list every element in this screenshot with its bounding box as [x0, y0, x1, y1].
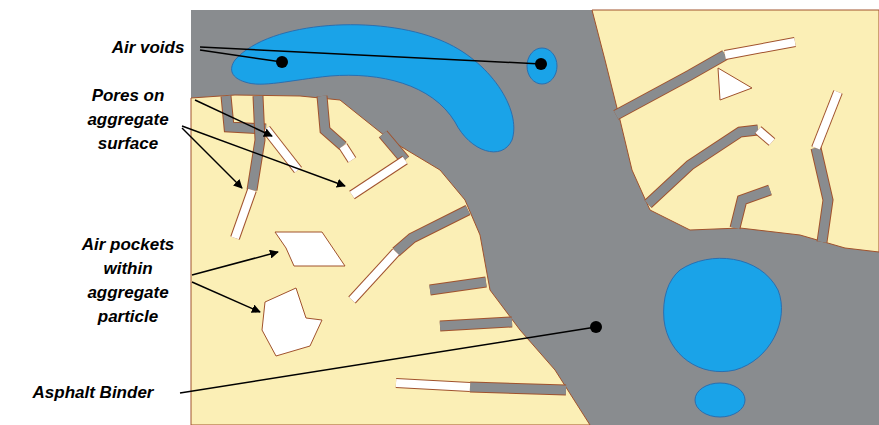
leader-dot [535, 58, 547, 70]
binder-channel [816, 148, 828, 242]
surface-pore [235, 190, 252, 238]
surface-pore [725, 42, 795, 55]
binder-channel [440, 322, 512, 326]
air-void [664, 258, 782, 371]
binder-channel [252, 96, 260, 190]
binder-channel [252, 96, 260, 190]
binder-channel [735, 190, 770, 228]
surface-pore [396, 383, 470, 387]
air-void [232, 25, 514, 152]
binder-channel [616, 55, 725, 115]
aggregate-particle [592, 10, 879, 252]
binder-channel [470, 387, 566, 390]
binder-channel [322, 96, 343, 146]
air-void [695, 383, 745, 417]
surface-pore [235, 190, 252, 238]
surface-pore [396, 383, 470, 387]
surface-pore [352, 160, 405, 195]
binder-channel [648, 130, 758, 204]
binder-channel [430, 282, 486, 290]
leader-line [180, 327, 596, 393]
air-pocket [262, 288, 322, 356]
binder-channel [430, 282, 486, 290]
aggregate-particle [191, 95, 590, 425]
leader-arrow [192, 252, 278, 275]
binder-channel [322, 96, 343, 146]
leader-line [200, 47, 541, 64]
surface-pore [816, 92, 838, 148]
binder-channel [396, 210, 468, 252]
callout-label: Air pockets within aggregate particle [68, 233, 188, 329]
leader-line [200, 50, 282, 62]
binder-channel [383, 134, 405, 160]
surface-pore [352, 160, 405, 195]
callout-label: Asphalt Binder [3, 381, 183, 405]
surface-pore [725, 42, 795, 55]
air-pocket [718, 68, 752, 100]
air-void [527, 48, 557, 84]
air-pocket [275, 232, 345, 266]
leader-dot [276, 56, 288, 68]
surface-pore [343, 146, 352, 160]
surface-pore [758, 130, 772, 142]
surface-pore [816, 92, 838, 148]
binder-channel [383, 134, 405, 160]
binder-channel [396, 210, 468, 252]
surface-pore [343, 146, 352, 160]
leader-dot [590, 321, 602, 333]
leader-arrow [182, 126, 345, 186]
callout-label: Pores on aggregate surface [68, 84, 188, 156]
binder-channel [735, 190, 770, 228]
binder-channel [470, 387, 566, 390]
leader-arrow [195, 100, 272, 136]
surface-pore [352, 252, 396, 300]
binder-channel [648, 130, 758, 204]
surface-pore [352, 252, 396, 300]
binder-field [191, 10, 879, 425]
surface-pore [758, 130, 772, 142]
binder-channel [440, 322, 512, 326]
binder-channel [816, 148, 828, 242]
leader-arrow [192, 282, 260, 312]
callout-label: Air voids [88, 36, 208, 60]
binder-channel [616, 55, 725, 115]
